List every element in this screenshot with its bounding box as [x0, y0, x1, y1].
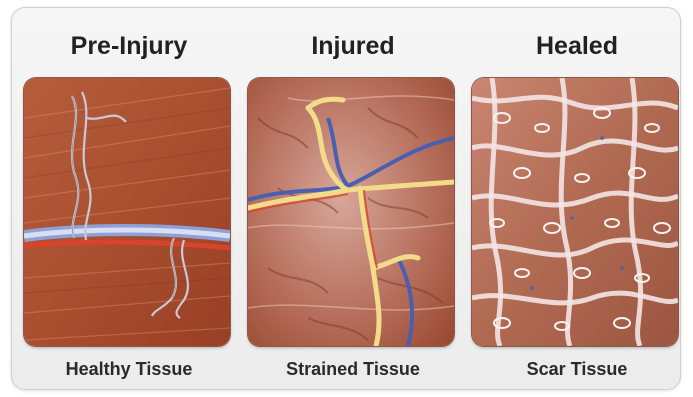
stage-heading: Injured: [248, 32, 458, 61]
stage-caption: Strained Tissue: [248, 359, 458, 380]
comparison-card: Pre-Injury: [11, 7, 681, 390]
strained-tissue-illustration: [248, 78, 454, 346]
stage-heading: Healed: [472, 32, 682, 61]
stage-heading: Pre-Injury: [24, 32, 234, 61]
stage-caption: Healthy Tissue: [24, 359, 234, 380]
stage-caption: Scar Tissue: [472, 359, 682, 380]
scar-tissue-illustration: [472, 78, 678, 346]
healthy-tissue-illustration: [24, 78, 230, 346]
